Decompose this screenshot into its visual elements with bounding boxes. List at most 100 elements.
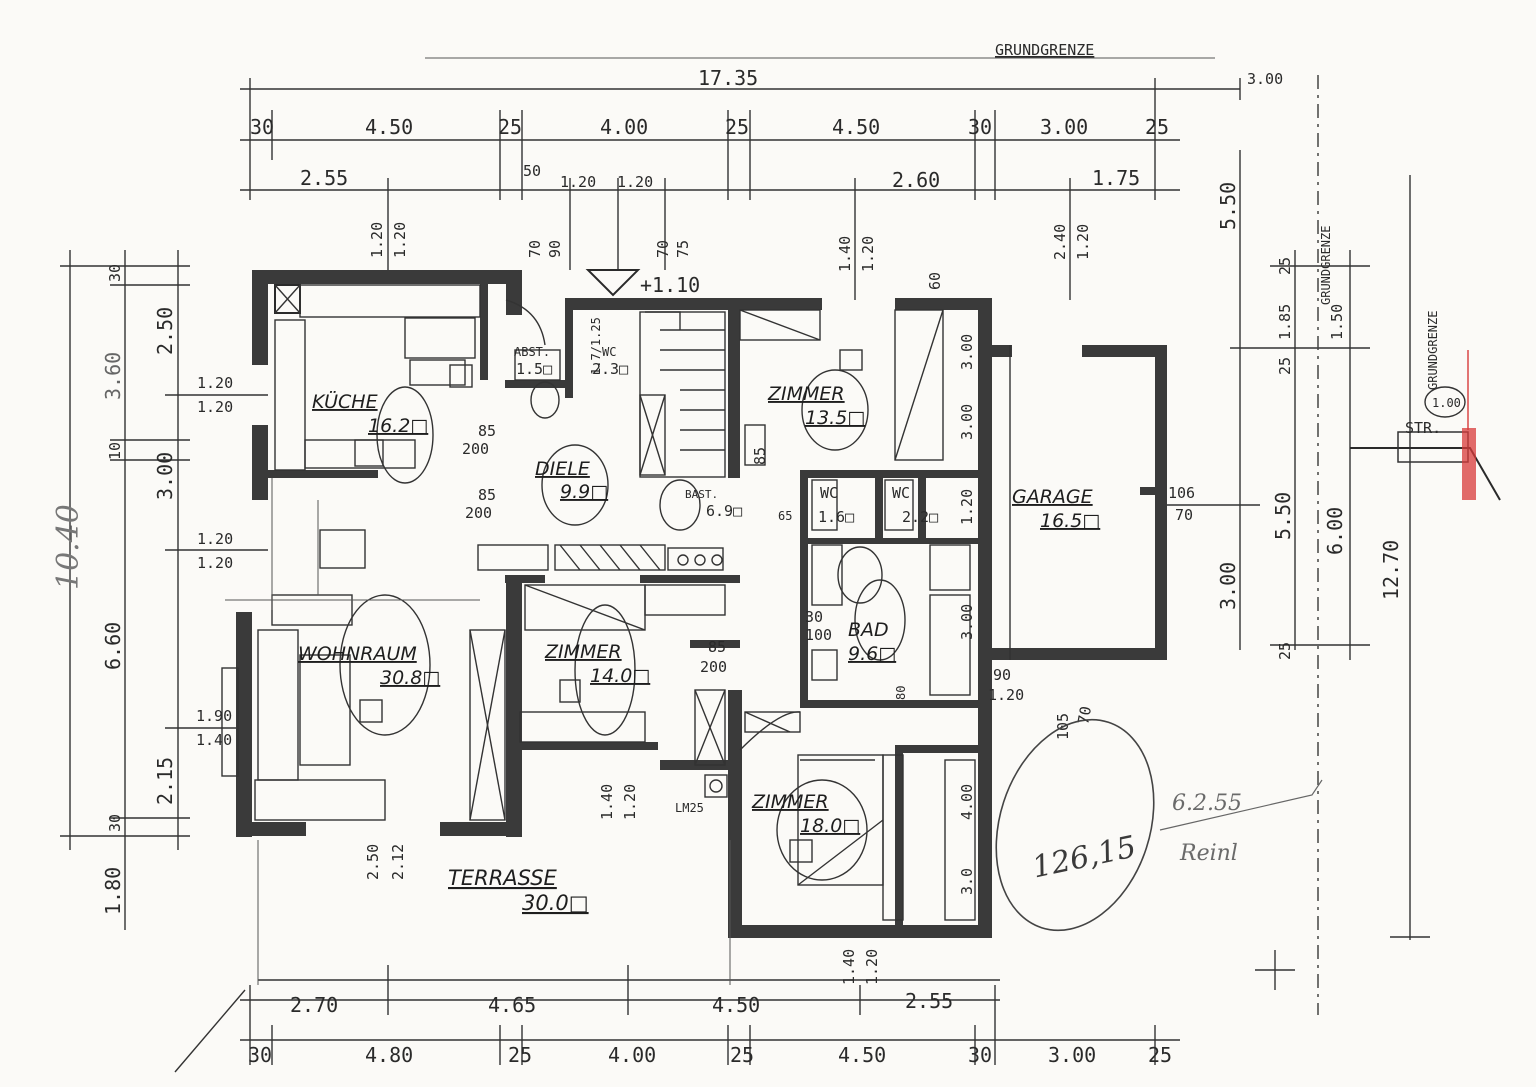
- left-dim-6: 30: [106, 814, 124, 832]
- top-open-11: 60: [926, 272, 944, 290]
- door-dim-8: 30: [805, 608, 823, 626]
- bottom-dim-2-5: 25: [730, 1043, 754, 1067]
- door-dim-6: 200: [700, 658, 727, 676]
- bottom-open-5: 1.40: [840, 949, 858, 985]
- right-dim-7: 1.85: [1276, 304, 1294, 340]
- room-area-abst: 1.5□: [516, 360, 552, 378]
- bottom-open-4: 1.20: [621, 784, 639, 820]
- right-boundary-label-2: GRUNDGRENZE: [1426, 311, 1440, 390]
- bottom-open-3: 1.40: [598, 784, 616, 820]
- top-dim-5: 25: [725, 115, 749, 139]
- bottom-dim-2-3: 25: [508, 1043, 532, 1067]
- right-boundary-label-1: GRUNDGRENZE: [1319, 226, 1333, 305]
- right-dim-9: 1.50: [1328, 304, 1346, 340]
- wall-dim-5: 4.00: [958, 784, 976, 820]
- bottom-open-2: 2.12: [389, 844, 407, 880]
- bottom-dim-2-7: 30: [968, 1043, 992, 1067]
- room-name-diele: DIELE: [535, 458, 590, 480]
- room-area-zimmer-1: 13.5□: [805, 407, 865, 429]
- garage-dim-1: 106: [1168, 484, 1195, 502]
- interior-walls: [268, 280, 980, 925]
- wall-dim-7: 80: [894, 686, 908, 700]
- bottom-dim-2-1: 30: [248, 1043, 272, 1067]
- right-dim-6: 25: [1276, 257, 1294, 275]
- top-open-7: 1.40: [836, 236, 854, 272]
- room-name-zimmer-3: ZIMMER: [751, 791, 829, 813]
- bottom-dimension-lines: [174, 965, 1180, 1073]
- bottom-dim-2-4: 4.00: [608, 1043, 656, 1067]
- room-area-diele: 9.9□: [560, 481, 608, 503]
- left-dim-1: 30: [106, 264, 124, 282]
- left-window-3: 1.20: [197, 530, 233, 548]
- room-area-bad: 9.6□: [848, 643, 896, 665]
- right-dim-2: 3.00: [1216, 562, 1240, 610]
- left-inner-1: 3.60: [101, 352, 125, 400]
- door-dim-5: 85: [708, 638, 726, 656]
- room-name-wc-2: WC: [820, 484, 838, 502]
- left-window-5: 1.90: [196, 707, 232, 725]
- room-area-zimmer-2: 14.0□: [590, 665, 650, 687]
- right-dim-3: 5.50: [1271, 492, 1295, 540]
- left-dim-3: 3.00: [153, 452, 177, 500]
- door-dim-1: 85: [478, 422, 496, 440]
- top-open-3: 70: [526, 240, 544, 258]
- top-open-1: 1.20: [368, 222, 386, 258]
- bottom-dim-4: 2.55: [905, 989, 953, 1013]
- room-name-zimmer-1: ZIMMER: [767, 383, 845, 405]
- right-dim-8: 25: [1276, 357, 1294, 375]
- room-area-terrasse: 30.0□: [522, 891, 589, 915]
- top-open-6: 75: [674, 240, 692, 258]
- room-name-abst: ABST.: [514, 345, 550, 359]
- room-area-kueche: 16.2□: [368, 415, 428, 437]
- left-inner-2: 10: [106, 442, 124, 460]
- top-dim-1: 30: [250, 115, 274, 139]
- left-dimension-lines: [60, 250, 268, 930]
- garage-dim-4: 1.20: [988, 686, 1024, 704]
- top-open-5: 70: [654, 240, 672, 258]
- top-dim-2-3: 1.20: [560, 173, 596, 191]
- exterior-walls: [236, 270, 1167, 938]
- door-dim-9: 100: [805, 626, 832, 644]
- annotation-arrow: [1159, 779, 1323, 831]
- room-area-wc-3: 2.2□: [902, 508, 938, 526]
- room-name-wc-3: WC: [892, 484, 910, 502]
- door-dim-10: 65: [778, 509, 792, 523]
- door-dim-3: 85: [478, 486, 496, 504]
- room-name-terrasse: TERRASSE: [448, 866, 558, 890]
- bottom-dim-3: 4.50: [712, 993, 760, 1017]
- bottom-dim-2-2: 4.80: [365, 1043, 413, 1067]
- door-dim-4: 200: [465, 504, 492, 522]
- right-dim-4: 6.00: [1323, 507, 1347, 555]
- top-right-dimension: 3.00: [1247, 70, 1283, 88]
- garage-dim-6: 70: [1074, 705, 1095, 726]
- stair-label: 1.7/1.25: [589, 317, 603, 375]
- left-window-6: 1.40: [196, 731, 232, 749]
- wall-dim-6: 3.0: [958, 868, 976, 895]
- bottom-dim-1: 2.70: [290, 993, 338, 1017]
- top-dim-4: 4.00: [600, 115, 648, 139]
- wall-dim-2: 3.00: [958, 404, 976, 440]
- section-label: STR.: [1405, 419, 1441, 437]
- top-open-4: 90: [546, 240, 564, 258]
- garage-dim-2: 70: [1175, 506, 1193, 524]
- wall-dim-4: 3.00: [958, 604, 976, 640]
- top-dim-8: 3.00: [1040, 115, 1088, 139]
- top-dim-2-6: 1.75: [1092, 166, 1140, 190]
- room-name-bast: BAST.: [685, 488, 718, 501]
- bottom-dim-2: 4.65: [488, 993, 536, 1017]
- level-mark: +1.10: [640, 273, 700, 297]
- top-overall-dimension: 17.35: [698, 66, 758, 90]
- left-window-1: 1.20: [197, 374, 233, 392]
- furniture-lines: [221, 269, 1011, 985]
- street-section: [1350, 350, 1501, 501]
- note-value-annotation: 6.2.55: [1172, 791, 1242, 816]
- room-area-wc-2: 1.6□: [818, 508, 854, 526]
- room-area-zimmer-3: 18.0□: [800, 815, 860, 837]
- door-dim-7: 85: [751, 447, 769, 465]
- room-name-zimmer-2: ZIMMER: [544, 641, 622, 663]
- room-name-wc-1: WC: [602, 345, 616, 359]
- room-name-bad: BAD: [848, 619, 889, 641]
- left-dim-5: 2.15: [153, 757, 177, 805]
- room-area-garage: 16.5□: [1040, 510, 1100, 532]
